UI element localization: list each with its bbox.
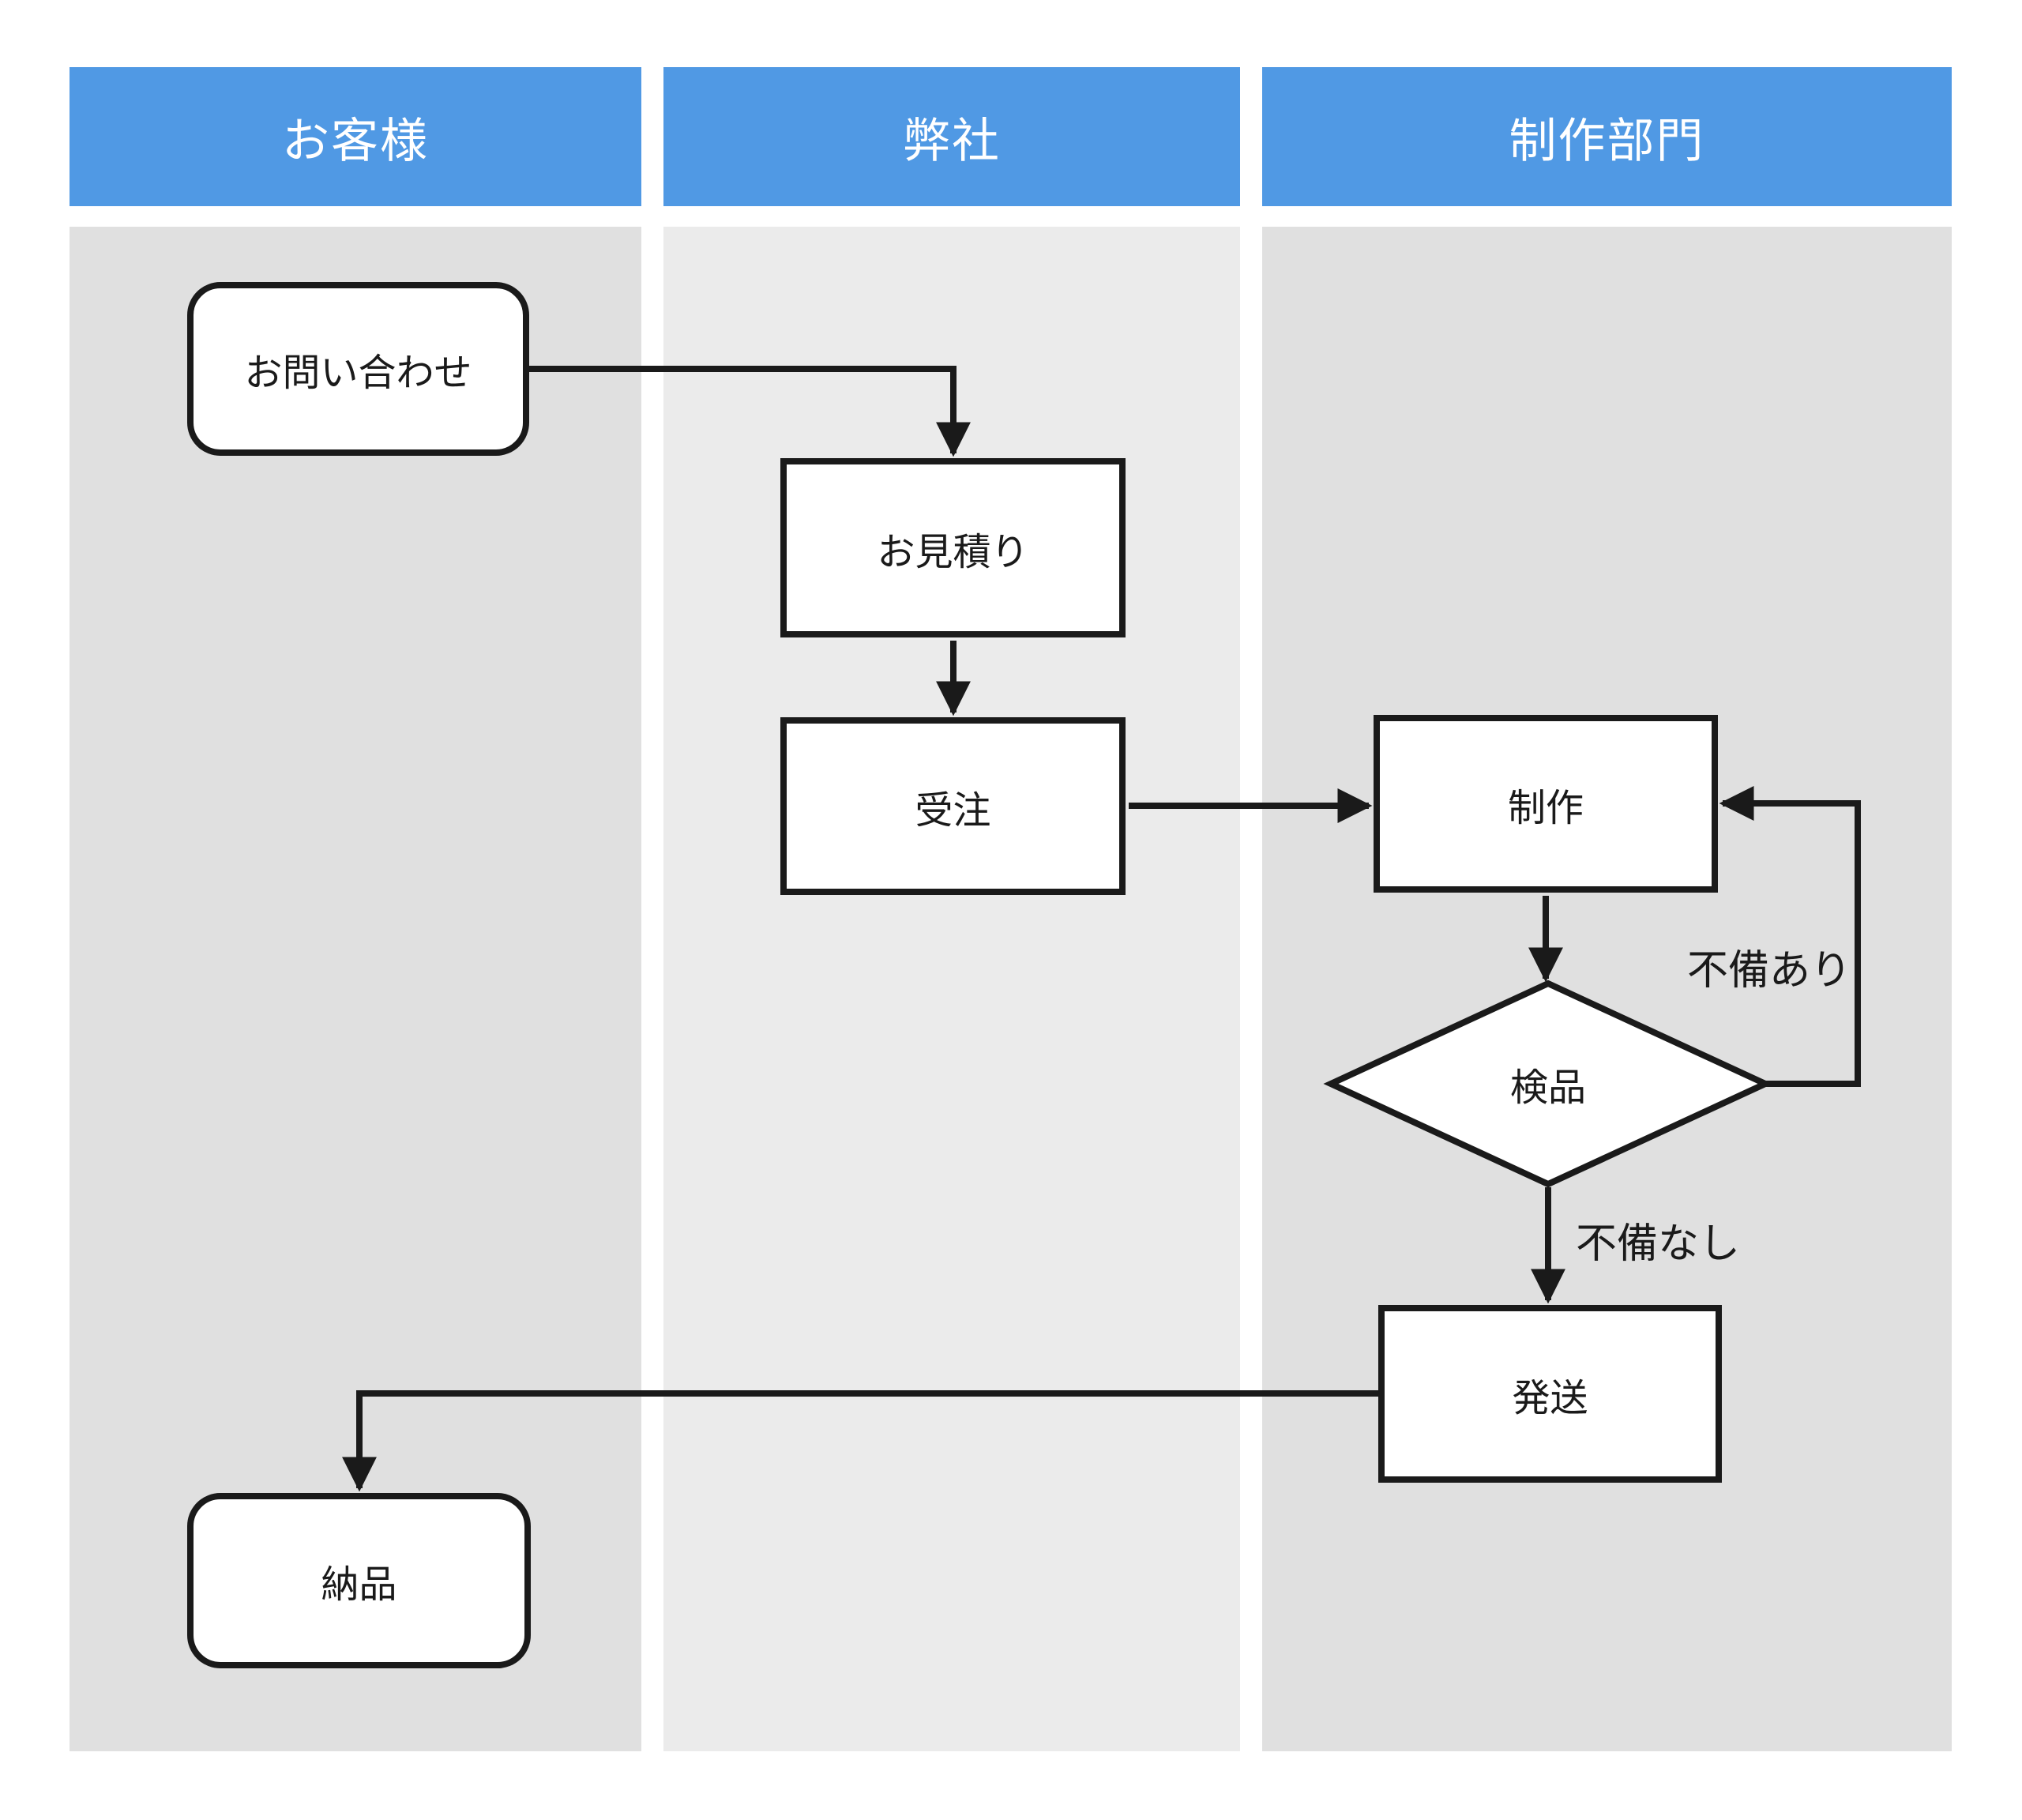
edge-shipping-delivery <box>342 1390 1378 1492</box>
node-production: 制作 <box>1374 715 1718 893</box>
node-quote-label: お見積り <box>877 531 1029 573</box>
node-shipping-label: 発送 <box>1512 1377 1588 1420</box>
node-inquiry: お問い合わせ <box>187 282 529 456</box>
node-production-label: 制作 <box>1507 787 1584 829</box>
node-delivery: 納品 <box>187 1493 531 1668</box>
node-inquiry-label: お問い合わせ <box>244 352 472 394</box>
node-order-label: 受注 <box>915 789 991 832</box>
lane-body-production-dept <box>1262 227 1952 1751</box>
node-quote: お見積り <box>780 458 1126 637</box>
node-inspection-diamond <box>1323 980 1773 1188</box>
node-shipping: 発送 <box>1378 1305 1722 1483</box>
lane-header-customer: お客様 <box>70 67 641 206</box>
node-order: 受注 <box>780 717 1126 895</box>
edge-inquiry-quote <box>529 366 971 457</box>
node-delivery-label: 納品 <box>321 1564 397 1606</box>
edge-label-no-defect: 不備なし <box>1576 1221 1741 1267</box>
lane-header-production-dept: 制作部門 <box>1262 67 1952 206</box>
edge-label-defect-found: 不備あり <box>1687 948 1852 994</box>
lane-header-company: 弊社 <box>663 67 1240 206</box>
edge-inspection-production-loop <box>1719 786 1861 1087</box>
node-inspection-label: 検品 <box>1509 1067 1586 1109</box>
